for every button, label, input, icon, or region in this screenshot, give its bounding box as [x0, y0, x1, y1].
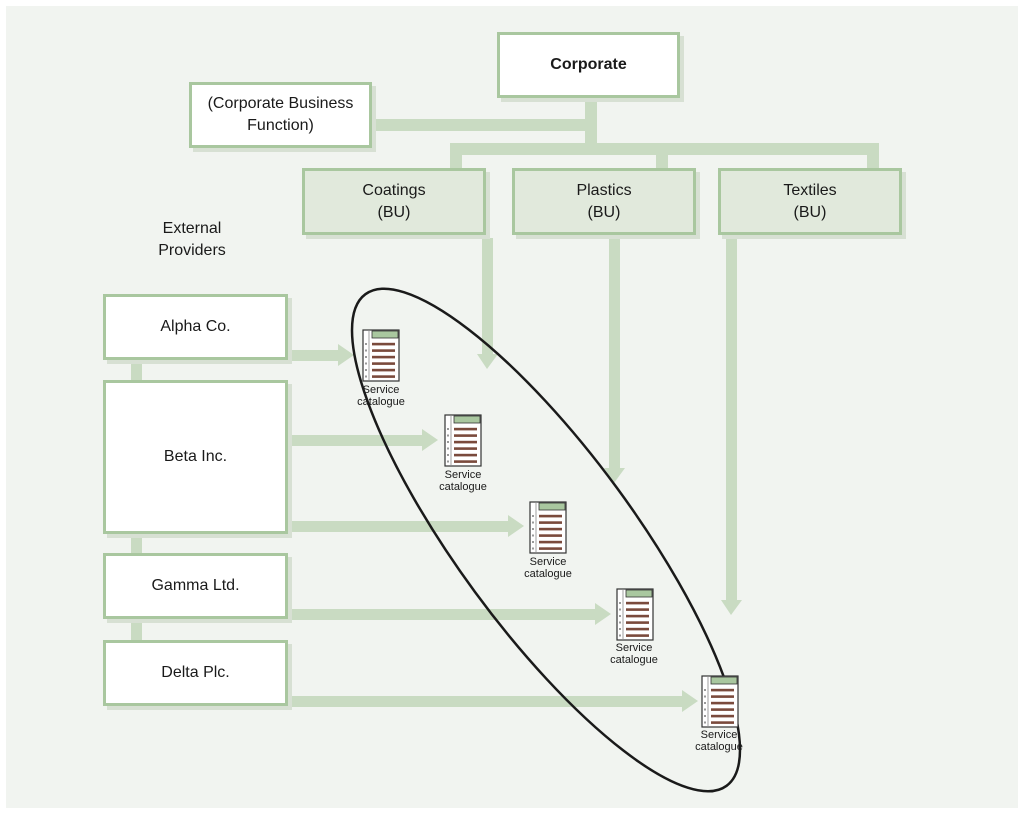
bu-type: (BU) — [587, 203, 621, 221]
gamma-arrow-head — [595, 603, 611, 625]
function-connector — [372, 119, 597, 131]
textiles-arrow-head — [721, 600, 742, 615]
bu-name: Textiles — [783, 181, 837, 199]
gamma-arrow — [292, 609, 595, 620]
service-catalogue-icon — [529, 501, 567, 554]
bu-box-textiles: Textiles (BU) — [718, 168, 902, 235]
provider-label: Gamma Ltd. — [151, 577, 240, 594]
bu-name: Plastics — [576, 181, 632, 199]
delta-arrow-head — [682, 690, 698, 712]
corporate-box: Corporate — [497, 32, 680, 98]
delta-arrow — [292, 696, 682, 707]
catalogue-label-1: Service catalogue — [357, 384, 405, 408]
textiles-arrow — [726, 238, 737, 600]
bu-type: (BU) — [377, 203, 411, 221]
plastics-arrow — [609, 238, 620, 468]
provider-box-gamma: Gamma Ltd. — [103, 553, 288, 619]
textiles-drop — [867, 143, 879, 171]
catalogue-label-2: Service catalogue — [439, 469, 487, 493]
external-providers-heading: External Providers — [158, 220, 226, 259]
coatings-drop — [450, 143, 462, 171]
alpha-arrow — [292, 350, 338, 361]
provider-label: Alpha Co. — [160, 318, 231, 335]
corporate-business-function-label: (Corporate Business Function) — [207, 95, 354, 134]
catalogue-label-5: Service catalogue — [695, 729, 743, 753]
bu-name: Coatings — [362, 181, 426, 199]
catalogue-scope-ellipse — [350, 287, 742, 793]
beta-arrow-1 — [292, 435, 422, 446]
service-catalogue-icon — [362, 329, 400, 382]
beta-arrow-2 — [292, 521, 508, 532]
service-catalogue-icon — [444, 414, 482, 467]
bu-type: (BU) — [793, 203, 827, 221]
catalogue-label-4: Service catalogue — [610, 642, 658, 666]
beta-arrow-2-head — [508, 515, 524, 537]
alpha-arrow-head — [338, 344, 354, 366]
coatings-arrow — [482, 238, 493, 354]
beta-arrow-1-head — [422, 429, 438, 451]
provider-box-beta: Beta Inc. — [103, 380, 288, 534]
plastics-drop — [656, 143, 668, 171]
provider-label: Beta Inc. — [163, 448, 228, 465]
bu-box-plastics: Plastics (BU) — [512, 168, 696, 235]
catalogue-label-3: Service catalogue — [524, 556, 572, 580]
corporate-label: Corporate — [550, 56, 627, 73]
provider-label: Delta Plc. — [161, 664, 230, 681]
corporate-business-function-box: (Corporate Business Function) — [189, 82, 372, 148]
bu-box-coatings: Coatings (BU) — [302, 168, 486, 235]
plastics-arrow-head — [604, 468, 625, 483]
provider-box-alpha: Alpha Co. — [103, 294, 288, 360]
provider-box-delta: Delta Plc. — [103, 640, 288, 706]
service-catalogue-icon — [701, 675, 739, 728]
service-catalogue-icon — [616, 588, 654, 641]
coatings-arrow-head — [477, 354, 498, 369]
